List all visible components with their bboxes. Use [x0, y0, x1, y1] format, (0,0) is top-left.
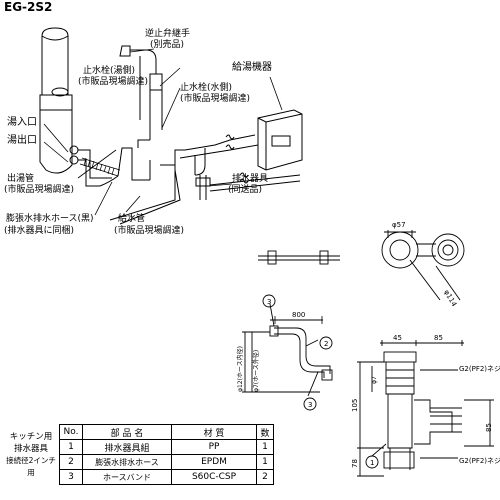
stop-valve-hot-label: 止水栓(湯側) [83, 66, 136, 76]
stop-valve-cold-note: (市販品現場調達) [180, 94, 251, 104]
dim-g2-top: G2(PF2)ネジ [459, 365, 500, 373]
callout-3-bottom: 3 [308, 401, 313, 409]
table-row: 1 排水器具組 PP 1 [3, 439, 274, 455]
callout-1: 1 [370, 459, 375, 467]
hose-detail [242, 303, 333, 397]
faucet-fixture [119, 45, 163, 140]
expansion-hose-note: (排水器具に同梱) [4, 226, 75, 236]
hot-pipe-label: 出湯管 [7, 174, 35, 184]
dim-phi7-hose: φ7(ホース外径) [253, 349, 260, 392]
expansion-hose-label: 膨張水排水ホース(黒) [6, 214, 94, 224]
dim-105: 105 [351, 398, 359, 412]
piping [78, 134, 301, 225]
check-valve-fitting-label: 逆止弁継手 [145, 29, 191, 39]
drain-fitting-note: (同送品) [228, 185, 263, 195]
dim-phi7: φ7 [371, 376, 378, 384]
hose-band-detail [258, 250, 340, 265]
hot-inlet-label: 湯入口 [7, 117, 37, 128]
dim-45: 45 [393, 334, 402, 342]
model-title: EG-2S2 [4, 0, 53, 14]
expansion-hose-coil [79, 157, 121, 177]
callout-3-top: 3 [267, 298, 272, 306]
callout-2: 2 [324, 340, 329, 348]
table-side-label: キッチン用 排水器具 接続径2インチ用 [6, 431, 56, 477]
table-row: 2 膨張水排水ホース EPDM 1 [3, 454, 274, 470]
hot-outlet-label: 湯出口 [7, 135, 37, 146]
table-row: 3 ホースバンド S60C-CSP 2 [3, 469, 274, 485]
dim-g2-bottom: G2(PF2)ネジ [459, 457, 500, 465]
parts-table: キッチン用 排水器具 接続径2インチ用 No. 部 品 名 材 質 数 1 排水… [3, 424, 274, 485]
dim-85-top: 85 [434, 334, 443, 342]
hot-pipe-note: (市販品現場調達) [4, 185, 75, 195]
check-valve-fitting-note: (別売品) [150, 40, 185, 50]
drain-fitting-label: 排水器具 [232, 174, 269, 184]
stop-valve-cold-label: 止水栓(水側) [180, 83, 233, 93]
col-header-qty: 数 [256, 424, 274, 440]
leader-lines [43, 48, 283, 216]
callout-circles [262, 294, 379, 469]
dim-85-side: 85 [485, 423, 493, 432]
dim-phi12: φ12(ホース内径) [237, 346, 244, 392]
gas-water-heater-unit [257, 109, 303, 171]
col-header-name: 部 品 名 [82, 424, 172, 440]
supply-pipe-label: 給水管 [118, 214, 146, 224]
drain-side-view [357, 340, 494, 477]
col-header-material: 材 質 [171, 424, 257, 440]
dim-78: 78 [351, 459, 359, 468]
break-marks [225, 134, 249, 184]
col-header-no: No. [59, 424, 83, 440]
stop-valve-hot-note: (市販品現場調達) [78, 77, 149, 87]
supply-pipe-note: (市販品現場調達) [114, 226, 185, 236]
electric-water-heater-tank [39, 27, 79, 174]
dim-phi57: φ57 [392, 221, 406, 229]
water-heater-label: 給湯機器 [232, 62, 272, 73]
drain-plan-view [381, 230, 465, 301]
dimension-800 [274, 316, 323, 324]
dim-800: 800 [292, 311, 306, 319]
